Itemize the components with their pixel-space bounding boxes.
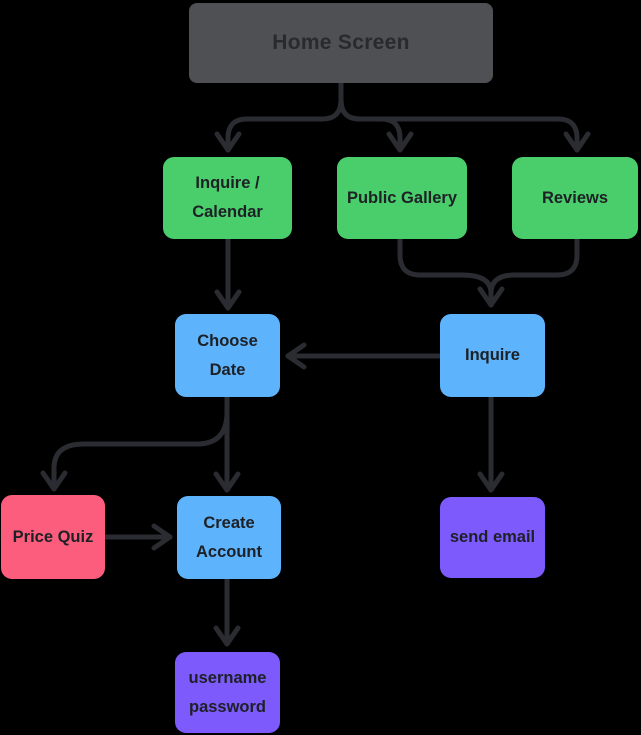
edge-reviews-to-inquire bbox=[488, 237, 580, 296]
edge-home-screen-to-reviews bbox=[338, 80, 591, 153]
node-inquire-calendar-label: Inquire / Calendar bbox=[192, 174, 263, 221]
node-inquire-label: Inquire bbox=[464, 346, 520, 365]
node-create-account[interactable]: Create Account bbox=[177, 496, 281, 579]
node-username-password-label: username password bbox=[188, 668, 267, 716]
node-create-account-label: Create Account bbox=[196, 513, 262, 561]
edge-home-screen-to-inquire-calendar bbox=[214, 80, 344, 153]
node-public-gallery-label: Public Gallery bbox=[346, 188, 458, 207]
node-price-quiz[interactable]: Price Quiz bbox=[1, 495, 105, 579]
node-choose-date[interactable]: Choose Date bbox=[175, 314, 280, 397]
node-inquire[interactable]: Inquire bbox=[440, 314, 545, 397]
node-reviews[interactable]: Reviews bbox=[512, 157, 638, 239]
node-reviews-label: Reviews bbox=[541, 188, 609, 207]
node-send-email-label: send email bbox=[449, 528, 536, 547]
node-choose-date-label: Choose Date bbox=[197, 331, 258, 379]
node-send-email[interactable]: send email bbox=[440, 497, 545, 578]
node-price-quiz-label: Price Quiz bbox=[12, 527, 94, 546]
node-public-gallery[interactable]: Public Gallery bbox=[337, 157, 467, 239]
edge-public-gallery-to-inquire bbox=[397, 237, 505, 308]
edge-choose-date-to-price-quiz bbox=[40, 409, 230, 492]
node-username-password[interactable]: username password bbox=[175, 652, 280, 733]
node-home-screen-label: Home Screen bbox=[272, 30, 410, 54]
node-home-screen[interactable]: Home Screen bbox=[189, 3, 493, 83]
node-inquire-calendar[interactable]: Inquire / Calendar bbox=[163, 157, 292, 239]
